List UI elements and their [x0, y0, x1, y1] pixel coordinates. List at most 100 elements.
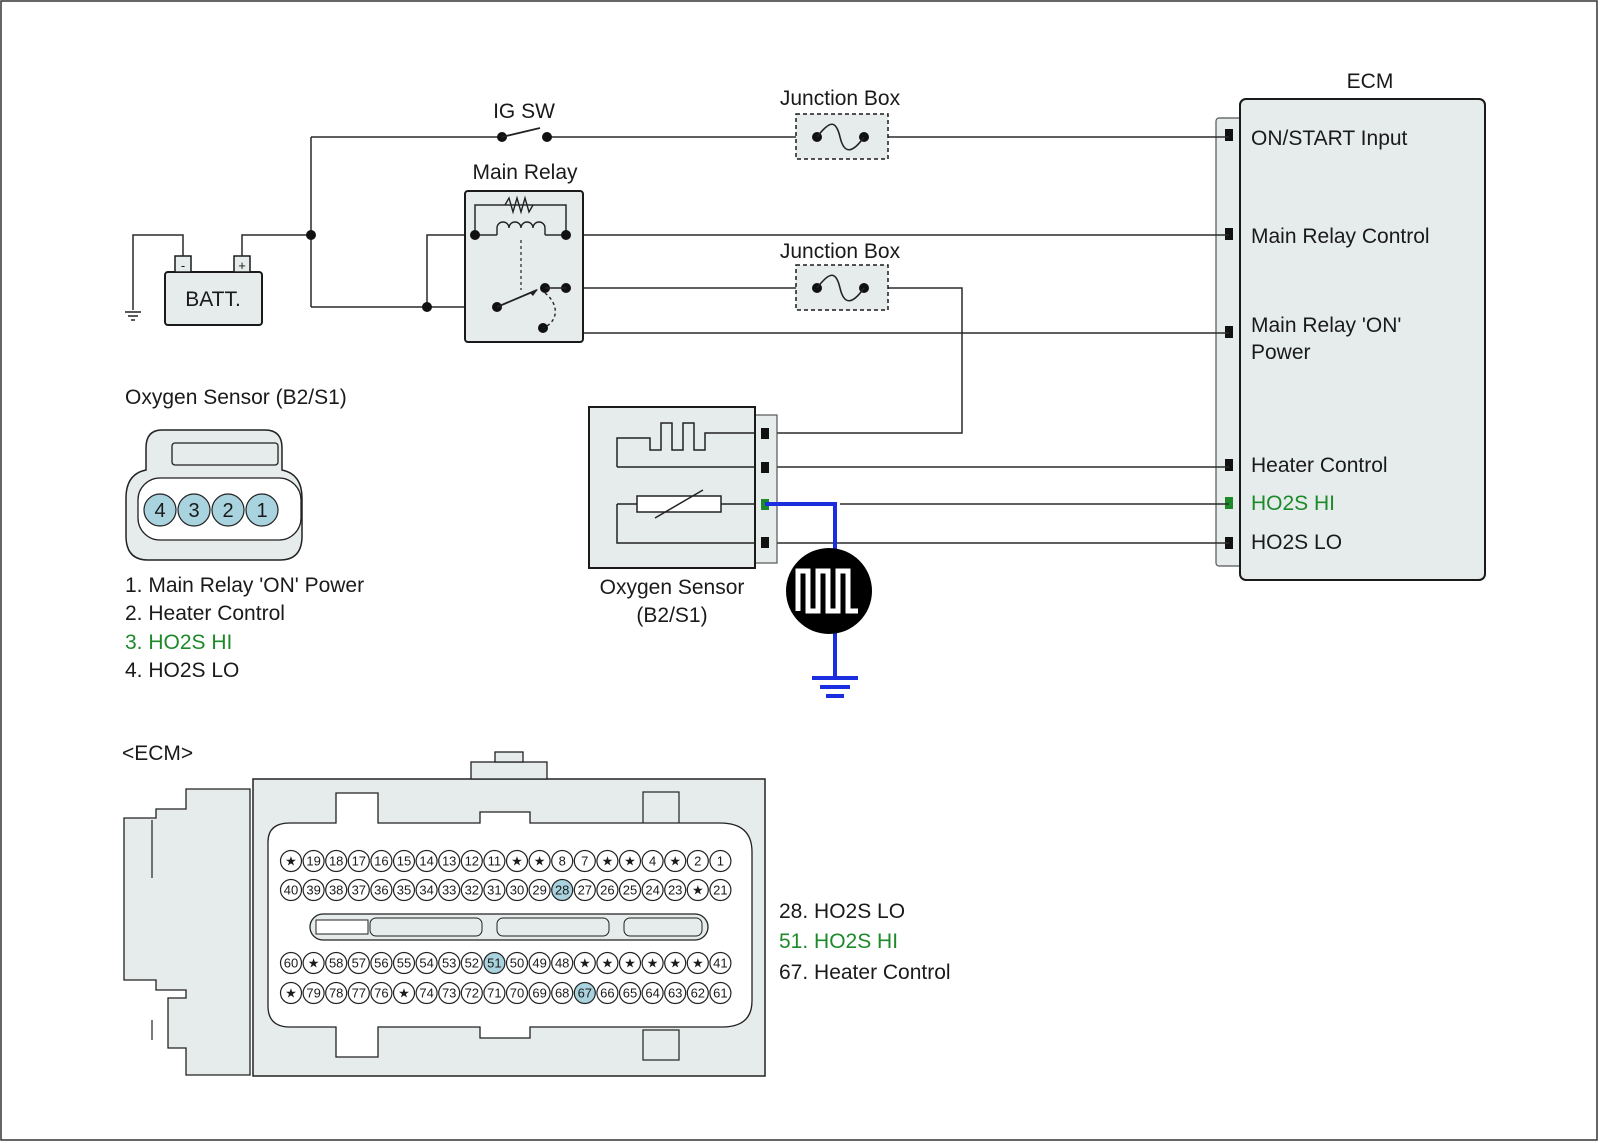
- ecm-connector-pin: 72: [460, 981, 483, 1005]
- ecm-connector-pin-circle: [528, 981, 551, 1005]
- ecm-connector-pin-circle: [347, 878, 370, 902]
- ecm-connector-pin-circle: [302, 849, 325, 873]
- ecm-connector-pin: ★: [641, 951, 664, 975]
- main-relay: Main Relay: [464, 161, 584, 343]
- sensor-pin-terminal: [761, 537, 769, 548]
- junction-box-1-label: Junction Box: [780, 87, 901, 110]
- ecm-connector-pin-label: 71: [487, 986, 501, 1001]
- ecm-connector-pin-label: 70: [510, 986, 524, 1001]
- ecm-block: ECM ON/START Input Main Relay Control Ma…: [1215, 70, 1486, 581]
- ecm-connector-title: <ECM>: [122, 742, 193, 765]
- ecm-connector-pin-circle: [392, 878, 416, 902]
- ecm-connector-pin: 71: [483, 981, 506, 1005]
- ecm-connector-pin: 39: [302, 878, 325, 902]
- sensor-connector-pin: 3: [177, 493, 211, 527]
- ecm-connector-pin-label: ★: [624, 956, 636, 971]
- ecm-connector-pin-circle: [686, 951, 709, 975]
- relay-coil-feed-wire: [426, 234, 475, 307]
- ecm-pin-terminal: [1225, 459, 1233, 471]
- ecm-connector-pin: ★: [392, 981, 416, 1005]
- ecm-connector-pin-circle: [438, 951, 461, 975]
- ignition-switch: IG SW: [493, 100, 555, 142]
- ecm-connector-pin-circle: [664, 951, 687, 975]
- ecm-legend-3: 67. Heater Control: [779, 961, 951, 984]
- ecm-connector-pin-label: ★: [579, 956, 591, 971]
- ecm-connector-pin-circle: [279, 951, 303, 975]
- ecm-label-main-relay-control: Main Relay Control: [1251, 225, 1430, 248]
- ecm-connector-pin: 21: [709, 878, 732, 902]
- ecm-connector-pin-label: 53: [442, 956, 456, 971]
- ecm-connector-pin-circle: [483, 849, 506, 873]
- ecm-connector-pin: 74: [415, 981, 438, 1005]
- ecm-connector-pin-circle: [370, 981, 393, 1005]
- ecm-connector-pin-circle: [325, 878, 348, 902]
- ecm-connector-pin-circle: [460, 951, 483, 975]
- ecm-connector-pin-circle: [505, 878, 529, 902]
- ecm-connector-pin-label: 11: [488, 854, 502, 869]
- ecm-connector-pin-label: 38: [329, 883, 343, 898]
- ecm-connector-pin-label: 7: [581, 854, 588, 869]
- ecm-connector-pin-label: 36: [374, 883, 388, 898]
- ecm-connector-pin-circle: [392, 951, 416, 975]
- ecm-connector-pin: 30: [505, 878, 529, 902]
- ecm-connector-pin-circle: [347, 849, 370, 873]
- ecm-connector-pin: 68: [551, 981, 574, 1005]
- sensor-connector-pin: 1: [245, 493, 279, 527]
- ecm-connector-pin: 27: [573, 878, 596, 902]
- ig-sw-blade: [501, 127, 541, 138]
- ecm-connector-pin: 8: [551, 849, 574, 873]
- oxygen-sensor-sublabel: (B2/S1): [636, 604, 707, 627]
- ecm-connector-pin-circle: [573, 878, 596, 902]
- ecm-box: [1239, 98, 1486, 581]
- ecm-connector-pin-circle: [664, 878, 687, 902]
- ecm-connector-pin: 16: [370, 849, 393, 873]
- ig-sw-contact: [542, 132, 552, 142]
- ecm-connector-pin-circle: [709, 878, 732, 902]
- ecm-label-ho2s-lo: HO2S LO: [1251, 531, 1342, 554]
- ecm-connector-pin: 31: [483, 878, 506, 902]
- ecm-connector-pin: 77: [347, 981, 370, 1005]
- sensor-connector-pin-label: 2: [222, 500, 233, 522]
- ecm-connector-pin-label: 63: [668, 986, 682, 1001]
- ecm-connector-pin-label: 21: [713, 883, 727, 898]
- ecm-pin-terminal: [1225, 326, 1233, 338]
- sensor-legend-4: 4. HO2S LO: [125, 659, 239, 682]
- ecm-connector-pin-label: 58: [329, 956, 343, 971]
- ecm-connector-pin-circle: [438, 849, 461, 873]
- ecm-connector-pin-label: 8: [559, 854, 566, 869]
- ecm-connector-pin-label: 32: [465, 883, 479, 898]
- ecm-connector-pin-label: 24: [645, 883, 659, 898]
- ecm-connector-pin-label: 18: [329, 854, 343, 869]
- ecm-label-main-relay-on-power: Main Relay 'ON': [1251, 314, 1401, 337]
- ecm-connector-pin-label: 1: [717, 854, 724, 869]
- ecm-connector-pin-label: 12: [465, 854, 479, 869]
- sensor-connector-title: Oxygen Sensor (B2/S1): [125, 386, 347, 409]
- ecm-connector-pin-label: 33: [442, 883, 456, 898]
- ecm-connector-pin: ★: [596, 951, 619, 975]
- ecm-connector-pin-label: 62: [691, 986, 705, 1001]
- ecm-connector-pin: 58: [325, 951, 348, 975]
- ecm-connector-pin: 29: [528, 878, 551, 902]
- sensor-pin-terminal: [761, 428, 769, 439]
- ecm-connector-pin-label: 69: [532, 986, 546, 1001]
- ecm-connector-key: [642, 1029, 680, 1061]
- ecm-connector-pin-circle: [551, 849, 574, 873]
- ecm-connector-pin-circle: [415, 849, 438, 873]
- ecm-connector-pin-circle: [302, 951, 325, 975]
- ecm-connector-pin: 66: [596, 981, 619, 1005]
- ecm-connector-pin-circle: [392, 981, 416, 1005]
- ecm-connector-pin-label: 2: [694, 854, 701, 869]
- ecm-connector-pin: 32: [460, 878, 483, 902]
- sensor-legend-1: 1. Main Relay 'ON' Power: [125, 574, 364, 597]
- ecm-connector-pin-circle: [596, 849, 619, 873]
- junction-box-1-body: [795, 113, 889, 160]
- ecm-connector-pin: 63: [664, 981, 687, 1005]
- ecm-connector-pin: 7: [573, 849, 596, 873]
- ecm-connector-pin-label: 57: [352, 956, 366, 971]
- ecm-connector-pin: 11: [483, 849, 506, 873]
- ecm-connector-pin-label: 60: [284, 956, 298, 971]
- oxygen-sensor: Oxygen Sensor (B2/S1): [588, 406, 778, 627]
- relay-switch-arrow: [530, 289, 538, 296]
- ecm-connector-pin: 70: [505, 981, 529, 1005]
- battery: BATT. - +: [125, 234, 263, 326]
